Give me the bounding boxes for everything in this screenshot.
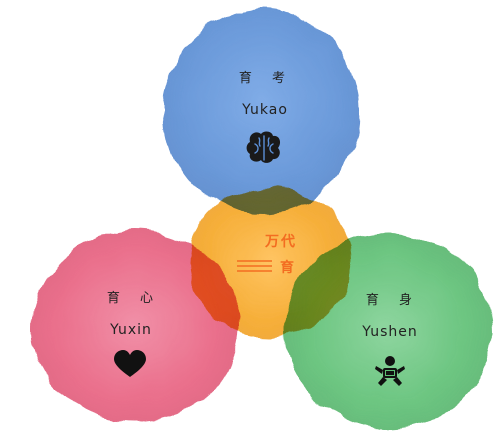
logo-line1: 万代	[264, 233, 297, 250]
brain-icon	[246, 131, 281, 163]
top-circle	[164, 10, 360, 214]
right-en-label: Yushen	[361, 324, 417, 340]
heart-icon	[114, 350, 146, 377]
baby-icon	[375, 356, 405, 386]
left-en-label: Yuxin	[109, 322, 152, 338]
right-circle	[284, 232, 492, 428]
top-en-label: Yukao	[241, 102, 288, 118]
top-cn-label: 育 考	[239, 70, 293, 86]
right-cn-label: 育 身	[366, 292, 420, 308]
center-logo: 万代 育	[237, 233, 297, 276]
logo-line2: 育	[280, 259, 294, 276]
left-circle	[32, 230, 240, 422]
left-cn-label: 育 心	[107, 290, 161, 306]
